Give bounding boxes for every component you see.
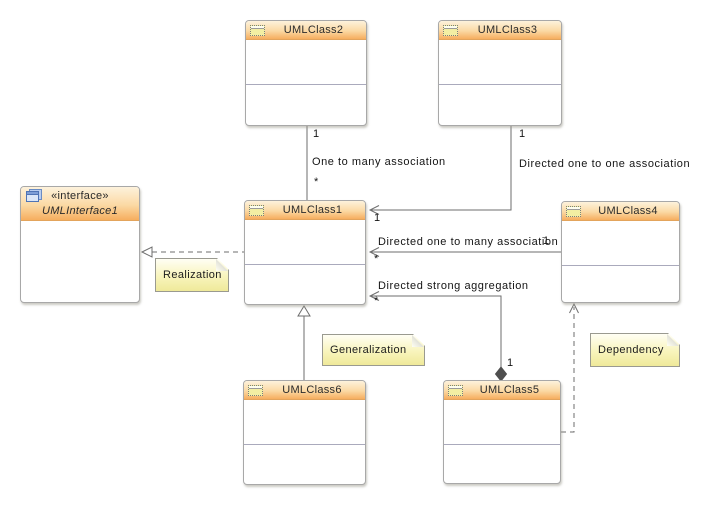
multiplicity-directed-one-to-one-target: 1 [374,212,381,224]
class-icon [250,24,265,36]
class-icon-strip [444,25,457,29]
arrowhead-open [368,205,380,215]
operations-compartment [562,265,679,302]
operations-compartment [444,444,560,483]
class-icon-strip [249,385,262,389]
uml-class-umlclass2[interactable]: UMLClass2 [245,20,367,126]
class-header: UMLClass4 [562,202,679,221]
attributes-compartment [439,40,561,84]
connector-dependency[interactable] [561,307,575,433]
multiplicity-directed-one-to-one-source: 1 [519,128,526,140]
multiplicity-directed-one-to-many-target: * [374,253,379,265]
interface-icon-strip [27,192,38,195]
operations-compartment [244,444,365,484]
note-text: Dependency [598,344,664,356]
interface-header: «interface» UMLInterface1 [21,187,139,221]
class-header: UMLClass2 [246,21,366,40]
operations-compartment [439,84,561,125]
attributes-compartment [245,220,365,264]
interface-stereotype: «interface» [51,189,109,202]
class-header: UMLClass5 [444,381,560,400]
note-realization[interactable]: Realization [155,258,229,292]
class-icon-strip [567,206,580,210]
multiplicity-directed-one-to-many-source: 1 [543,235,550,247]
interface-name: UMLInterface1 [41,204,119,217]
note-dependency[interactable]: Dependency [590,333,680,367]
arrowhead-open [569,302,579,314]
class-header: UMLClass6 [244,381,365,400]
connector-directed-one-to-one[interactable] [371,126,512,211]
class-name: UMLClass3 [477,24,538,36]
uml-interface-umlinterface1[interactable]: «interface» UMLInterface1 [20,186,140,303]
attributes-compartment [244,400,365,444]
class-name: UMLClass5 [479,384,540,396]
realization-triangle-icon [140,246,153,258]
connector-directed-strong-aggregation[interactable] [371,295,502,368]
label-directed-strong-aggregation: Directed strong aggregation [378,280,529,292]
class-icon-strip [251,25,264,29]
class-icon-strip [250,205,263,209]
uml-class-umlclass4[interactable]: UMLClass4 [561,201,680,303]
uml-class-umlclass5[interactable]: UMLClass5 [443,380,561,484]
generalization-triangle-icon [297,305,311,317]
class-header: UMLClass3 [439,21,561,40]
note-fold-icon [667,334,679,346]
class-name: UMLClass1 [282,204,343,216]
uml-class-umlclass1[interactable]: UMLClass1 [244,200,366,305]
class-name: UMLClass2 [283,24,344,36]
class-icon [249,204,264,216]
note-generalization[interactable]: Generalization [322,334,425,366]
class-name: UMLClass4 [598,205,658,217]
attributes-compartment [246,40,366,84]
multiplicity-one-to-many-source: 1 [313,128,320,140]
label-directed-one-to-many-association: Directed one to many association [378,236,559,248]
attributes-compartment [444,400,560,444]
class-header: UMLClass1 [245,201,365,220]
note-fold-icon [412,335,424,347]
multiplicity-one-to-many-target: * [314,176,319,188]
note-text: Generalization [330,344,407,356]
multiplicity-strong-aggregation-target: * [374,295,379,307]
note-text: Realization [163,269,222,281]
composition-diamond-icon [494,366,508,382]
note-fold-icon [216,259,228,271]
operations-compartment [246,84,366,125]
class-icon [443,24,458,36]
arrowhead-open [368,247,380,257]
uml-class-umlclass6[interactable]: UMLClass6 [243,380,366,485]
class-name: UMLClass6 [282,384,342,396]
interface-body-compartment [21,221,139,302]
operations-compartment [245,264,365,304]
class-icon [448,384,463,396]
class-icon [566,205,581,217]
attributes-compartment [562,221,679,265]
label-directed-one-to-one-association: Directed one to one association [519,158,691,170]
arrowhead-open [368,291,380,301]
class-icon [248,384,263,396]
interface-icon [26,191,39,202]
class-icon-strip [449,385,462,389]
multiplicity-strong-aggregation-source: 1 [507,357,514,369]
uml-class-umlclass3[interactable]: UMLClass3 [438,20,562,126]
label-one-to-many-association: One to many association [312,156,446,168]
